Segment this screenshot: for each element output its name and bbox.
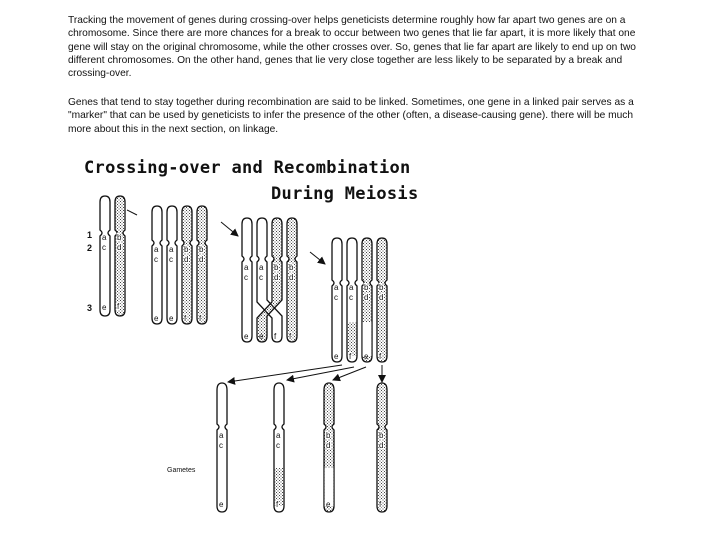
gene-label: c bbox=[244, 273, 248, 282]
gene-label: d bbox=[274, 273, 278, 282]
gene-label: a bbox=[259, 263, 264, 272]
gene-label: e bbox=[364, 352, 369, 361]
gene-label: f bbox=[379, 500, 382, 509]
gene-label: f bbox=[349, 352, 352, 361]
gametes-label: Gametes bbox=[167, 467, 196, 474]
gamete-arrow bbox=[227, 364, 343, 385]
gene-label: a bbox=[349, 283, 354, 292]
gene-label: b bbox=[379, 431, 384, 440]
gene-label: b bbox=[326, 431, 331, 440]
gene-label: e bbox=[102, 303, 107, 312]
position-label-2: 2 bbox=[87, 243, 92, 253]
gene-label: a bbox=[276, 431, 281, 440]
recombined-segment bbox=[274, 468, 284, 506]
recombined-segment bbox=[362, 322, 372, 356]
chromosome bbox=[241, 217, 253, 343]
gene-label: a bbox=[154, 245, 159, 254]
gene-label: e bbox=[259, 332, 264, 341]
gene-label: f bbox=[379, 352, 382, 361]
stage-arrow bbox=[220, 221, 239, 237]
gene-label: b bbox=[364, 283, 369, 292]
gene-label: d bbox=[289, 273, 293, 282]
gene-label: f bbox=[184, 314, 187, 323]
gene-label: d bbox=[184, 255, 188, 264]
stage-arrow bbox=[309, 251, 326, 265]
gene-label: a bbox=[102, 233, 107, 242]
chromosome bbox=[114, 195, 126, 317]
gene-label: f bbox=[274, 332, 277, 341]
gene-label: b bbox=[199, 245, 204, 254]
gamete-arrow bbox=[332, 366, 367, 382]
gene-label: b bbox=[379, 283, 384, 292]
gene-label: f bbox=[289, 332, 292, 341]
gene-label: c bbox=[102, 243, 106, 252]
gene-label: a bbox=[169, 245, 174, 254]
gene-label: e bbox=[334, 352, 339, 361]
gene-label: c bbox=[276, 441, 280, 450]
recombined-segment bbox=[324, 468, 334, 506]
diagram-title-line2: During Meiosis bbox=[271, 184, 419, 204]
gene-label: e bbox=[244, 332, 249, 341]
gamete-arrow bbox=[286, 366, 355, 383]
gene-label: c bbox=[169, 255, 173, 264]
gene-label: b bbox=[117, 233, 122, 242]
stage-homologous-pair: a c e b d f bbox=[99, 195, 126, 317]
stage-replicated: a c e a c e b d f b d f bbox=[151, 205, 208, 325]
gene-label: b bbox=[274, 263, 279, 272]
gene-label: c bbox=[349, 293, 353, 302]
gene-label: f bbox=[117, 302, 120, 311]
gene-label: b bbox=[184, 245, 189, 254]
gene-label: d bbox=[326, 441, 330, 450]
gene-label: c bbox=[259, 273, 263, 282]
gene-label: b bbox=[289, 263, 294, 272]
chromosome bbox=[166, 205, 178, 325]
position-label-3: 3 bbox=[87, 303, 92, 313]
gene-label: d bbox=[117, 243, 121, 252]
gene-label: d bbox=[379, 441, 383, 450]
gene-label: d bbox=[379, 293, 383, 302]
diagram-title-line1: Crossing-over and Recombination bbox=[84, 158, 411, 178]
linkage-paragraph: Genes that tend to stay together during … bbox=[68, 97, 634, 135]
gene-label: d bbox=[364, 293, 368, 302]
chromosome bbox=[216, 382, 228, 513]
stage-arrow bbox=[126, 209, 138, 216]
gene-label: a bbox=[219, 431, 224, 440]
chromosome bbox=[99, 195, 111, 317]
chromosome bbox=[256, 217, 283, 343]
chromosome bbox=[286, 217, 298, 343]
gene-label: d bbox=[199, 255, 203, 264]
gene-label: a bbox=[244, 263, 249, 272]
chromosome bbox=[256, 217, 283, 343]
gene-label: f bbox=[276, 500, 279, 509]
gene-label: c bbox=[219, 441, 223, 450]
chromosome bbox=[376, 237, 388, 363]
recombined-segment bbox=[347, 322, 357, 356]
chromosome bbox=[376, 382, 388, 513]
position-label-1: 1 bbox=[87, 230, 92, 240]
stage-recombined: a c e a c f b d e b d f bbox=[331, 237, 388, 363]
chromosome bbox=[151, 205, 163, 325]
gene-label: c bbox=[334, 293, 338, 302]
gene-label: e bbox=[169, 314, 174, 323]
gene-label: a bbox=[334, 283, 339, 292]
gene-label: e bbox=[154, 314, 159, 323]
intro-paragraph: Tracking the movement of genes during cr… bbox=[68, 15, 636, 80]
stage-gametes: a c e a c f b d e b d f bbox=[216, 382, 388, 513]
chromosome bbox=[331, 237, 343, 363]
gene-label: f bbox=[199, 314, 202, 323]
stage-crossing-over: a c e a c f b d e b d f bbox=[241, 217, 298, 343]
chromosome bbox=[181, 205, 193, 325]
chromosome bbox=[196, 205, 208, 325]
gene-label: e bbox=[219, 500, 224, 509]
gene-label: e bbox=[326, 500, 331, 509]
gene-label: c bbox=[154, 255, 158, 264]
